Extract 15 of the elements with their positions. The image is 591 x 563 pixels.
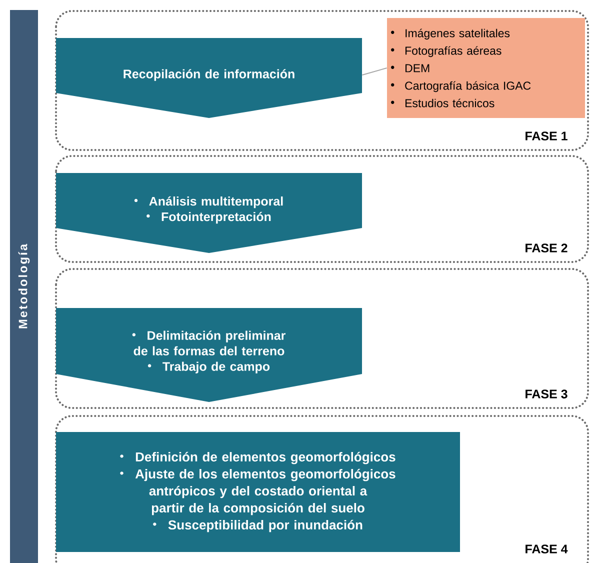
phase-label: FASE 3 [526, 390, 568, 398]
connector-line [362, 68, 388, 76]
phase-label: FASE 1 [526, 132, 568, 140]
phase-frame [55, 415, 589, 563]
phase-frame [55, 155, 589, 263]
task-box: Definición de elementos geomorfológicos Ajuste de los elementos geomorfológicos antrópicos y del costado oriental a partir de la composición del suelo Susceptibilidad por inundación [56, 432, 460, 552]
chevron-box: Recopilación de información [56, 38, 362, 118]
chevron-box: Delimitación preliminar de las formas del terreno Trabajo de campo [56, 308, 362, 402]
phase-frame [55, 268, 589, 409]
source-list-box: Imágenes satelitales Fotografías aéreas DEM Cartografía básica IGAC Estudios técnicos [387, 18, 585, 118]
chevron-box: Análisis multitemporal Fotointerpretación [56, 173, 362, 253]
phase-frame [55, 10, 589, 151]
phase-label: FASE 4 [526, 544, 568, 554]
phase-label: FASE 2 [526, 244, 568, 252]
side-bar: Metodología [10, 10, 38, 563]
